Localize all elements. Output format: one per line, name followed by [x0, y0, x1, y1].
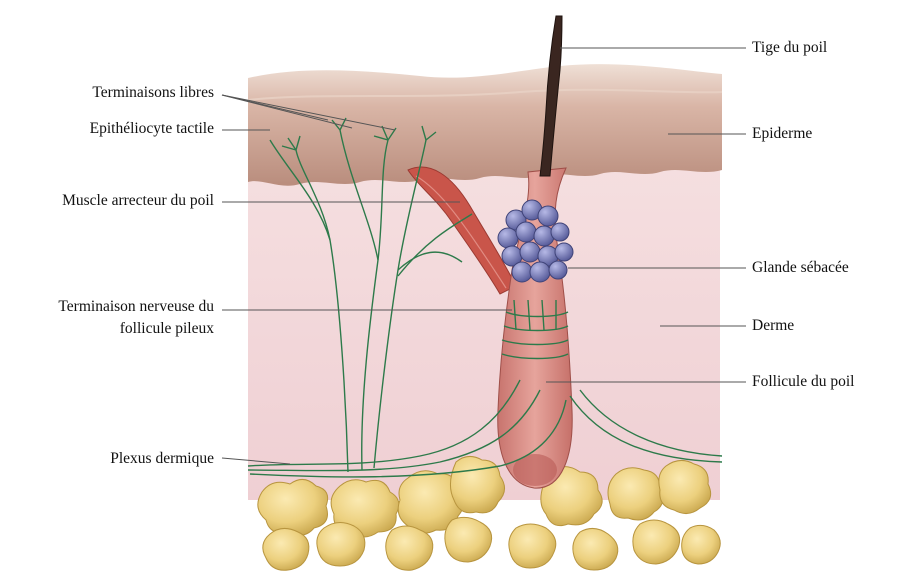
epidermis: [248, 64, 722, 186]
label-plexus-dermique: Plexus dermique: [110, 450, 214, 468]
label-terminaisons-libres: Terminaisons libres: [92, 84, 214, 102]
label-muscle-arrecteur: Muscle arrecteur du poil: [62, 192, 214, 210]
label-glande-sebacee: Glande sébacée: [752, 259, 849, 277]
dermis: [248, 160, 720, 500]
label-tige-du-poil: Tige du poil: [752, 39, 827, 57]
label-derme: Derme: [752, 317, 794, 335]
label-terminaison-nerveuse-line2: follicule pileux: [120, 320, 214, 338]
label-follicule-du-poil: Follicule du poil: [752, 373, 854, 391]
label-epitheliocyte-tactile: Epithéliocyte tactile: [90, 120, 214, 138]
label-terminaison-nerveuse-line1: Terminaison nerveuse du: [58, 298, 214, 316]
label-epiderme: Epiderme: [752, 125, 812, 143]
